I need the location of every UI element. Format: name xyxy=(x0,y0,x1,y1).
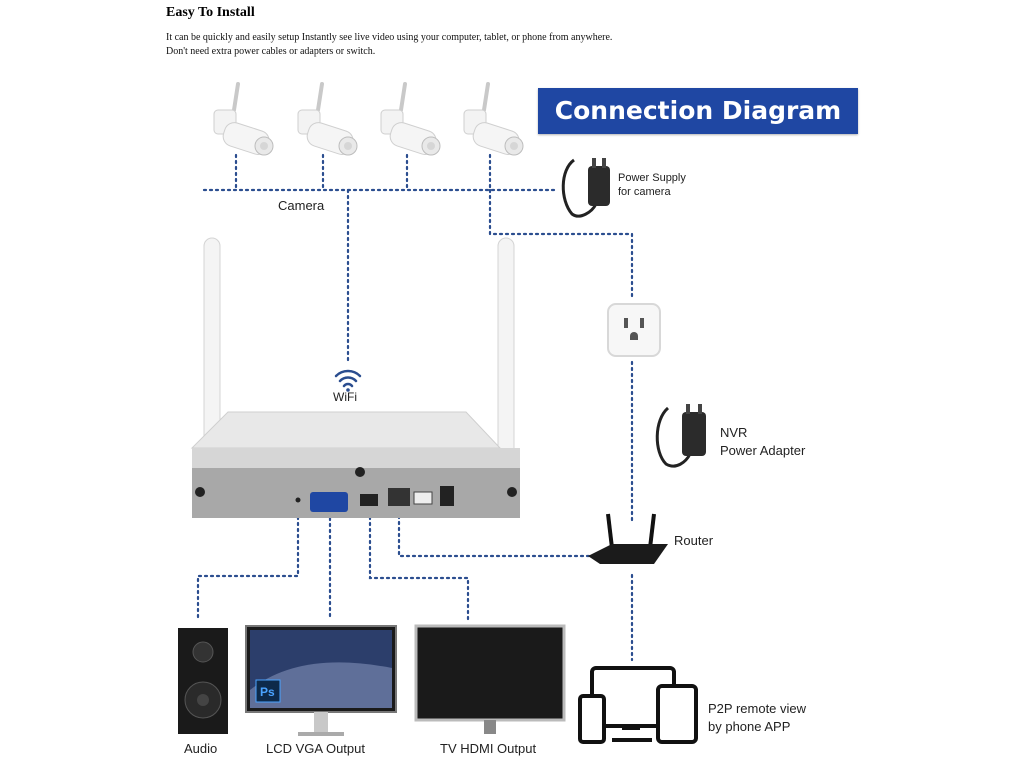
router-label: Router xyxy=(674,533,714,548)
connection-diagram-banner: Connection Diagram xyxy=(538,88,858,134)
ps-badge: Ps xyxy=(260,685,275,699)
dc-port xyxy=(440,486,454,506)
connection-lines xyxy=(196,153,634,662)
tv-icon xyxy=(414,624,566,734)
wall-outlet-icon xyxy=(607,303,661,357)
wifi-label: WiFi xyxy=(333,390,357,404)
hdmi-port xyxy=(360,494,378,506)
nvr-device xyxy=(190,237,520,518)
audio-line xyxy=(196,503,300,622)
nvr-adapter-label-line-2: Power Adapter xyxy=(720,443,806,458)
camera-1 xyxy=(212,82,275,160)
p2p-label: P2P remote view by phone APP xyxy=(708,700,806,736)
speaker-icon xyxy=(178,628,228,734)
description-line-1: It can be quickly and easily setup Insta… xyxy=(166,32,613,43)
vga-port xyxy=(310,492,348,512)
nvr-power-adapter-icon xyxy=(655,404,706,468)
camera-label: Camera xyxy=(278,198,325,213)
lcd-monitor-icon: Ps xyxy=(245,625,397,736)
nvr-to-router-line xyxy=(397,508,596,558)
usb-port xyxy=(413,491,433,505)
camera-to-outlet-line xyxy=(488,188,634,302)
camera-power-supply-label-line-1: Power Supply xyxy=(618,172,686,184)
camera-power-supply-label: Power Supply for camera xyxy=(618,171,686,199)
wifi-icon xyxy=(334,369,362,392)
p2p-label-line-2: by phone APP xyxy=(708,719,791,734)
page-heading: Easy To Install xyxy=(166,5,255,20)
nvr-adapter-label: NVR Power Adapter xyxy=(720,424,805,460)
camera-2 xyxy=(296,82,359,160)
vga-output-label: LCD VGA Output xyxy=(266,741,365,756)
hdmi-line xyxy=(368,503,470,622)
audio-label: Audio xyxy=(184,741,218,756)
router-icon xyxy=(588,513,668,564)
camera-3 xyxy=(379,82,442,160)
camera-power-supply-label-line-2: for camera xyxy=(618,186,671,198)
camera-power-adapter-icon xyxy=(561,158,610,218)
description-line-2: Don't need extra power cables or adapter… xyxy=(166,46,376,57)
camera-4 xyxy=(462,82,525,160)
nvr-adapter-label-line-1: NVR xyxy=(720,425,748,440)
lan-port xyxy=(388,488,410,506)
remote-devices-icon xyxy=(578,666,698,744)
description: It can be quickly and easily setup Insta… xyxy=(166,31,612,59)
hdmi-output-label: TV HDMI Output xyxy=(440,741,537,756)
p2p-label-line-1: P2P remote view xyxy=(708,701,807,716)
